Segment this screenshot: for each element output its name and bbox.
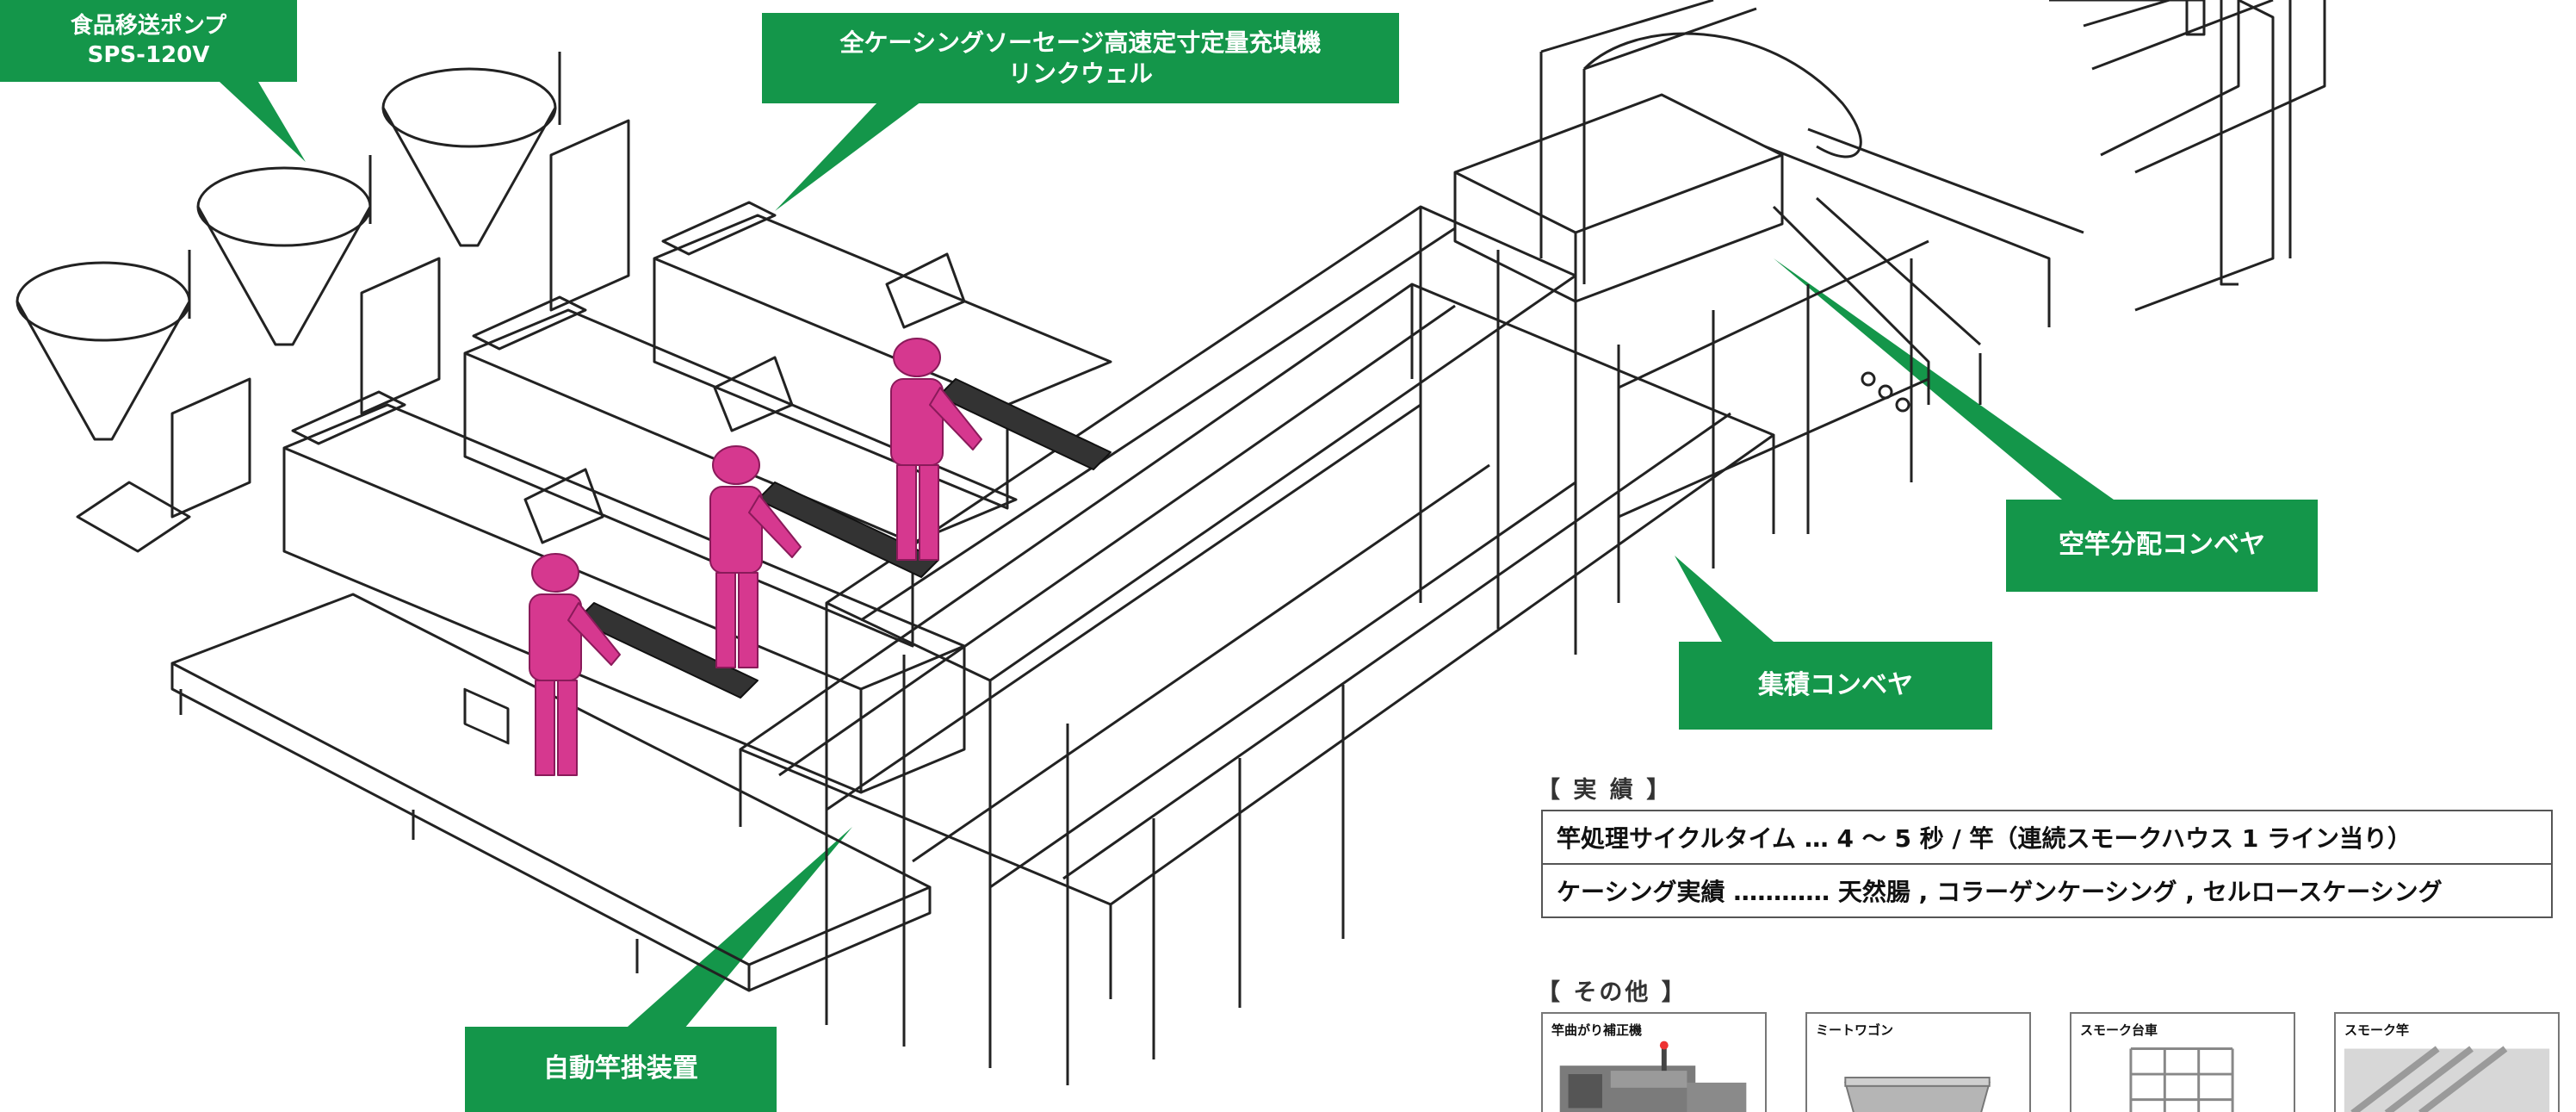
callout-auto-rod-hanger: 自動竿掛装置 [465, 1027, 777, 1112]
results-heading: 【 実 績 】 [1537, 777, 1673, 804]
straightener-machine-photo [1559, 1041, 1747, 1112]
callout-pump-line1: 食品移送ポンプ [70, 13, 227, 40]
table-row: ケーシング実績 ………… 天然腸 , コラーゲンケーシング , セルロースケーシ… [1541, 863, 2553, 918]
worker-2 [709, 445, 802, 668]
callout-accumulation-label: 集積コンベヤ [1758, 669, 1913, 700]
meat-wagon-photo [1844, 1077, 1991, 1112]
callout-empty-rod-distribution-conveyor: 空竿分配コンベヤ [2006, 500, 2318, 592]
link-conveyors [576, 378, 1112, 699]
smoke-trolley-photo [2129, 1047, 2234, 1112]
callout-accumulation-conveyor: 集積コンベヤ [1679, 642, 1992, 730]
callout-casing-sausage-filler: 全ケーシングソーセージ高速定寸定量充填機 リンクウェル [762, 13, 1399, 103]
worker-3 [890, 338, 982, 561]
results-row-casing: ケーシング実績 ………… 天然腸 , コラーゲンケーシング , セルロースケーシ… [1541, 863, 2553, 918]
filling-machines [282, 201, 1112, 794]
callout-pointers [220, 82, 2114, 1034]
results-row-cycle-time: 竿処理サイクルタイム … 4 〜 5 秒 / 竿（連続スモークハウス 1 ライン… [1541, 810, 2553, 865]
table-row: 竿処理サイクルタイム … 4 〜 5 秒 / 竿（連続スモークハウス 1 ライン… [1541, 810, 2553, 865]
other-item-caption: 竿曲がり補正機 [1551, 1022, 1643, 1038]
other-item-smoke-rod: スモーク竿 [2334, 1012, 2560, 1112]
callout-food-transfer-pump: 食品移送ポンプ SPS-120V [0, 0, 297, 82]
results-table: 竿処理サイクルタイム … 4 〜 5 秒 / 竿（連続スモークハウス 1 ライン… [1541, 810, 2553, 918]
other-item-caption: ミートワゴン [1816, 1022, 1894, 1038]
other-item-meat-wagon: ミートワゴン [1805, 1012, 2031, 1112]
callout-auto-hanger-label: 自動竿掛装置 [543, 1053, 698, 1084]
callout-pump-line2: SPS-120V [87, 41, 210, 68]
upper-conveyor [1453, 0, 2326, 603]
hoppers [15, 52, 630, 553]
callout-filler-line1: 全ケーシングソーセージ高速定寸定量充填機 [839, 28, 1322, 57]
callout-empty-rod-label: 空竿分配コンベヤ [2059, 530, 2265, 561]
workers [529, 338, 982, 776]
callout-filler-line2: リンクウェル [1007, 59, 1153, 88]
others-heading: 【 その他 】 [1537, 979, 1687, 1006]
smoke-rod-photo [2344, 1046, 2550, 1112]
other-item-smoke-trolley: スモーク台車 [2070, 1012, 2295, 1112]
other-item-rod-straightener: 竿曲がり補正機 [1541, 1012, 1767, 1112]
main-frame [739, 205, 1775, 1085]
other-item-caption: スモーク竿 [2344, 1022, 2410, 1038]
other-item-caption: スモーク台車 [2080, 1022, 2158, 1038]
operator-platform [170, 593, 932, 992]
worker-1 [529, 553, 621, 776]
